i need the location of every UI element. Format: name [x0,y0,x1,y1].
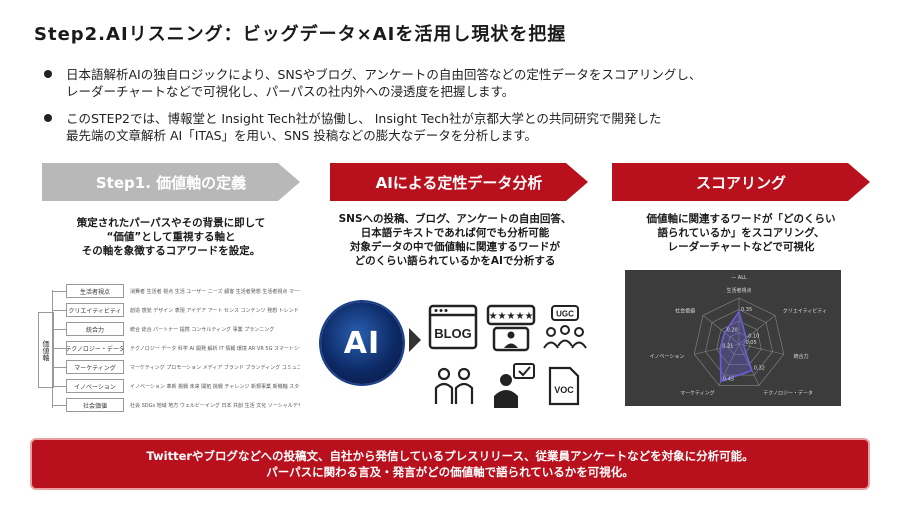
legend-label: — ALL [731,275,747,281]
scoring-description: 価値軸に関連するワードが「どのくらい 語られているか」をスコアリング、 レーダー… [612,212,870,254]
row-category: マーケティング [66,360,124,374]
axis-label: 社会価値 [675,307,695,314]
feedback-person-icon [494,363,535,408]
row-category: 統合力 [66,322,124,336]
review-icon: ★★★★★ [486,304,536,352]
row-tick [52,367,66,368]
desc-line: 価値軸に関連するワードが「どのくらい [646,213,836,225]
blog-label: BLOG [434,326,472,341]
axis-label: イノベーション [649,354,684,360]
scoring-arrow: スコアリング [612,163,870,201]
step1-arrow: Step1. 価値軸の定義 [42,163,300,201]
bullet-line: このSTEP2では、博報堂と Insight Tech社が協働し、 Insigh… [66,111,662,126]
row-tick [52,386,66,387]
ai-brain-icon: AI [321,302,403,384]
bullet-line: 日本語解析AIの独自ロジックにより、SNSやブログ、アンケートの自由回答などの定… [66,67,702,82]
axis-label: テクノロジー・データ [763,390,813,397]
value-axis-label: 価値軸 [38,312,54,388]
row-keywords: テクノロジー データ 科学 AI 開発 解析 IT 情報 環境 AR VR 5G… [130,345,300,352]
row-keywords: イノベーション 革新 挑戦 未来 開拓 挑戦 チャレンジ 新規事業 新機軸 スタ… [130,383,300,390]
desc-line: 対象データの中で価値軸に関連するワードが [350,241,560,253]
arrow-right-icon [409,328,421,352]
footer-line: Twitterやブログなどへの投稿文、自社から発信しているプレスリリース、従業員… [146,449,754,463]
ugc-label: UGC [556,310,574,319]
desc-line: “価値”として重視する軸と [106,231,236,243]
row-keywords: 創造 感覚 デザイン 表現 アイデア アート センス コンテンツ 発想 トレンド… [130,307,300,314]
row-tick [52,405,66,406]
bullet-dot-icon [44,70,52,78]
table-row: 生活者視点 消費者 生活者 視点 生活 ユーザー ニーズ 顧客 生活者発想 生活… [52,284,300,298]
step1-description: 策定されたパーパスやその背景に即して “価値”として重視する軸と その軸を象徴す… [42,216,300,258]
row-category: クリエイティビティ [66,303,124,317]
table-row: 社会価値 社会 SDGs 地域 地方 ウェルビーイング 日本 共創 生活 文化 … [52,398,300,412]
row-category: 社会価値 [66,398,124,412]
desc-line: レーダーチャートなどで可視化 [667,241,815,253]
row-keywords: マーケティング プロモーション メディア ブランド ブランディング コミュニケー… [130,364,300,371]
grid-spoke [718,343,740,386]
ugc-icon: UGC [543,305,587,349]
table-row: イノベーション イノベーション 革新 挑戦 未来 開拓 挑戦 チャレンジ 新規事… [52,379,300,393]
table-row: マーケティング マーケティング プロモーション メディア ブランド ブランディン… [52,360,300,374]
axis-label: 統合力 [794,353,809,360]
axis-label: 生活者視点 [726,287,751,294]
grid-spoke [738,343,760,386]
ai-label: AI [343,325,381,361]
data-label: 0.20 [727,328,738,334]
desc-line: どのくらい語られているかをAIで分析する [354,255,556,267]
blog-icon: BLOG [428,304,478,350]
bullet-line: 最先端の文章解析 AI「ITAS」を用い、SNS 投稿などの膨大なデータを分析し… [66,128,537,143]
table-row: クリエイティビティ 創造 感覚 デザイン 表現 アイデア アート センス コンテ… [52,303,300,317]
data-label: 0.05 [746,340,757,346]
data-label: 0.35 [741,307,752,313]
desc-line: 日本語テキストであれば何でも分析可能 [360,227,550,239]
row-category: テクノロジー・データ [66,341,124,355]
row-keywords: 消費者 生活者 視点 生活 ユーザー ニーズ 顧客 生活者発想 生活者視点 マー… [130,288,300,295]
row-tick [52,348,66,349]
bullet-list: 日本語解析AIの独自ロジックにより、SNSやブログ、アンケートの自由回答などの定… [44,66,864,154]
grid-spoke [738,343,784,355]
table-row: テクノロジー・データ テクノロジー データ 科学 AI 開発 解析 IT 情報 … [52,341,300,355]
data-label: 0.21 [722,343,733,349]
survey-people-icon [434,367,474,404]
grid-ring [716,320,762,365]
bullet-dot-icon [44,114,52,122]
row-tick [52,329,66,330]
desc-line: 策定されたパーパスやその背景に即して [76,217,266,229]
svg-text:★★★★★: ★★★★★ [489,311,534,322]
table-row: 統合力 統合 総合 パートナー 提携 コンサルティング 事業 プランニング [52,322,300,336]
radar-chart-panel: — ALL 生活者視点クリエイティビティ統合力テクノロジー・データ マーケティング イ… [625,270,841,406]
row-category: 生活者視点 [66,284,124,298]
grid-spoke [702,315,740,345]
voc-document-icon: VOC [548,366,580,406]
desc-line: その軸を象徴するコアワードを設定。 [81,245,261,257]
voc-label: VOC [554,385,574,395]
row-keywords: 社会 SDGs 地域 地方 ウェルビーイング 日本 共創 生活 文化 ソーシャル… [130,402,300,409]
row-category: イノベーション [66,379,124,393]
row-keywords: 統合 総合 パートナー 提携 コンサルティング 事業 プランニング [130,326,275,333]
grid-spoke [694,343,740,355]
grid-ring [727,332,751,355]
value-axis-table: 価値軸 生活者視点 消費者 生活者 視点 生活 ユーザー ニーズ 顧客 生活者発… [38,284,300,414]
bullet-item: このSTEP2では、博報堂と Insight Tech社が協働し、 Insigh… [44,110,864,144]
data-label: 0.10 [748,333,759,339]
page-title: Step2.AIリスニング：ビッグデータ×AIを活用し現状を把握 [34,24,567,45]
bullet-line: レーダーチャートなどで可視化し、パーパスの社内外への浸透度を把握します。 [66,84,515,99]
bullet-item: 日本語解析AIの独自ロジックにより、SNSやブログ、アンケートの自由回答などの定… [44,66,864,100]
row-tick [52,291,66,292]
footer-banner: Twitterやブログなどへの投稿文、自社から発信しているプレスリリース、従業員… [32,440,868,488]
data-label: 0.45 [723,376,734,382]
axis-label: マーケティング [680,390,715,397]
grid-ring [693,297,785,386]
ai-analysis-description: SNSへの投稿、ブログ、アンケートの自由回答、 日本語テキストであれば何でも分析… [310,212,600,268]
footer-line: パーパスに関わる言及・発言がどの価値軸で語られているかを可視化。 [266,465,634,479]
axis-label: クリエイティビティ [783,307,827,314]
series-area [719,309,753,383]
desc-line: 語られているか」をスコアリング、 [657,227,825,239]
ai-analysis-arrow: AIによる定性データ分析 [330,163,588,201]
table-bracket [52,290,65,408]
data-label: 0.32 [754,366,765,372]
row-tick [52,310,66,311]
desc-line: SNSへの投稿、ブログ、アンケートの自由回答、 [338,213,572,225]
